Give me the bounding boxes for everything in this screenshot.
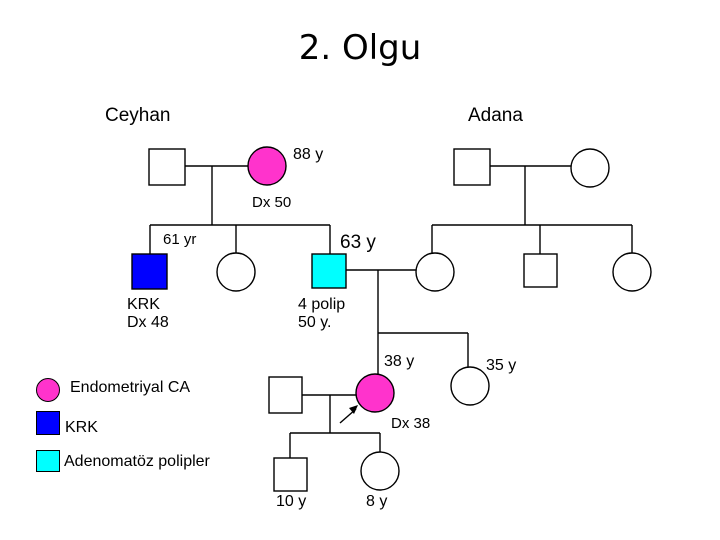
- maternal-grandmother: [570, 148, 610, 188]
- paternal-grandmother: [247, 146, 287, 186]
- paternal-grandfather: [148, 148, 186, 186]
- legend-label-endometrial: Endometriyal CA: [70, 379, 191, 396]
- uncle-dx: KRK Dx 48: [127, 296, 169, 331]
- proband-spouse: [268, 376, 303, 414]
- daughter-age: 8 y: [366, 493, 388, 510]
- father-family-member: [415, 252, 455, 292]
- mother: [311, 253, 347, 289]
- mother-age: 63 y: [340, 232, 376, 253]
- legend-label-polyps: Adenomatöz polipler: [64, 453, 210, 470]
- proband: [355, 373, 395, 413]
- side-label-ceyhan: Ceyhan: [105, 105, 171, 126]
- uncle: [131, 253, 168, 290]
- sister: [450, 366, 490, 406]
- legend-swatch-polyps: [36, 450, 60, 472]
- grandmother-dx: Dx 50: [252, 194, 292, 211]
- proband-arrow-head: [349, 405, 358, 414]
- maternal-grandfather: [453, 148, 491, 186]
- legend-swatch-endometrial: [36, 378, 60, 402]
- maternal-uncle: [523, 253, 558, 288]
- grandmother-age: 88 y: [293, 146, 324, 163]
- son: [273, 457, 308, 492]
- legend-label-crc: KRK: [65, 419, 98, 436]
- daughter: [360, 451, 400, 491]
- sister-age: 35 y: [486, 357, 517, 374]
- maternal-aunt: [612, 252, 652, 292]
- proband-age: 38 y: [384, 353, 415, 370]
- uncle-age: 61 yr: [163, 231, 197, 248]
- side-label-adana: Adana: [468, 105, 523, 126]
- son-age: 10 y: [276, 493, 307, 510]
- slide-title: 2. Olgu: [298, 28, 422, 68]
- mother-dx: 4 polip 50 y.: [298, 296, 346, 331]
- legend-swatch-crc: [36, 411, 60, 435]
- proband-dx: Dx 38: [391, 415, 431, 432]
- aunt: [216, 252, 256, 292]
